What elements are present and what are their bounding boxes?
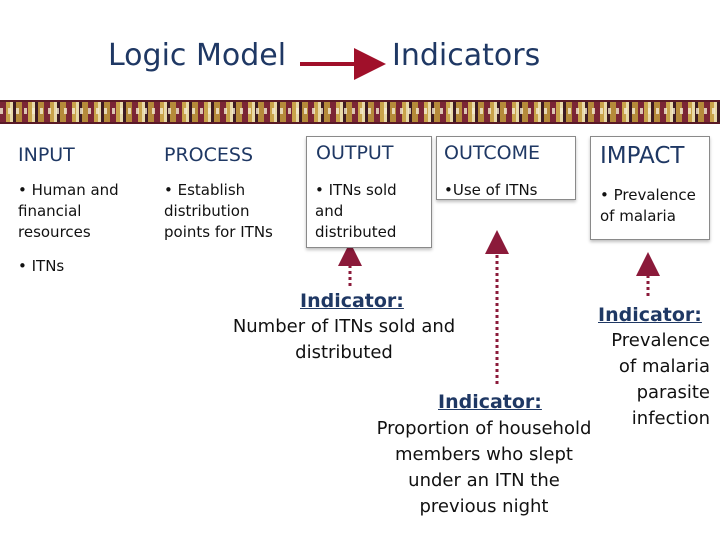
output-indicator-label: Indicator:	[300, 290, 404, 312]
impact-indicator-text: Prevalence of malaria parasite infection	[611, 330, 710, 429]
logic-model-title: Logic Model	[108, 38, 287, 73]
output-box	[306, 136, 432, 248]
outcome-indicator-label: Indicator:	[438, 391, 542, 413]
outcome-item: •Use of ITNs	[444, 181, 538, 199]
impact-heading: IMPACT	[600, 143, 685, 169]
outcome-indicator-text: Proportion of household members who slep…	[376, 418, 592, 517]
output-indicator-text: Number of ITNs sold and distributed	[232, 316, 456, 363]
process-item: • Establish distribution points for ITNs	[164, 181, 273, 241]
input-heading: INPUT	[18, 144, 75, 166]
outcome-box	[436, 136, 576, 200]
impact-item: • Prevalence of malaria	[600, 186, 696, 225]
indicators-title: Indicators	[392, 38, 541, 73]
impact-box	[590, 136, 710, 240]
input-item-resources: • Human and financial resources	[18, 181, 119, 241]
process-heading: PROCESS	[164, 144, 254, 166]
output-item: • ITNs sold and distributed	[315, 181, 397, 241]
outcome-heading: OUTCOME	[444, 142, 540, 164]
input-item-itns: • ITNs	[18, 257, 65, 275]
decorative-band	[0, 100, 720, 124]
output-heading: OUTPUT	[316, 142, 394, 164]
impact-indicator-label: Indicator:	[598, 304, 702, 326]
